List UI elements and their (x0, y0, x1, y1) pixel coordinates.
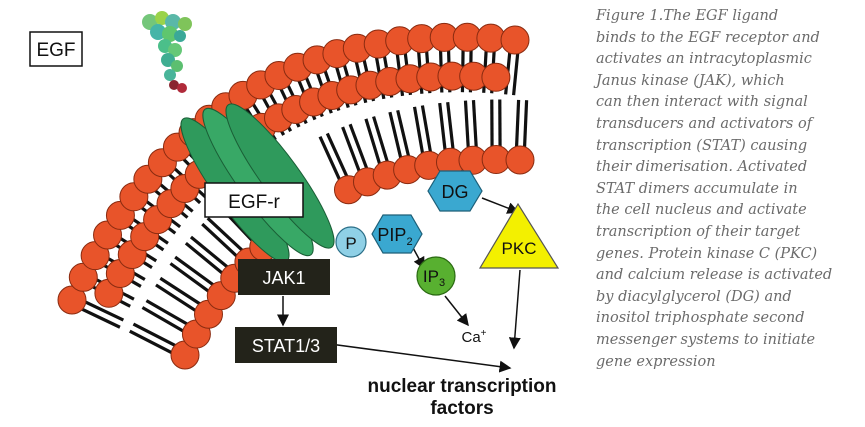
calcium-label: Ca+ (461, 328, 486, 346)
stat-box (235, 327, 337, 363)
nuclear-factors-line1: nuclear transcription (368, 376, 557, 397)
jak1-label: JAK1 (262, 268, 305, 288)
calcium-label-sup: + (481, 328, 487, 339)
caption-line: gene expression (596, 353, 716, 370)
caption-line: and calcium release is activated (596, 267, 833, 284)
caption-line: binds to the EGF receptor and (596, 29, 820, 46)
figure-caption: Figure 1.The EGF ligand binds to the EGF… (596, 6, 858, 373)
nuclear-factors-line2: factors (430, 398, 493, 419)
receptor-label: EGF-r (228, 192, 280, 213)
caption-line: transducers and activators of (596, 115, 813, 132)
calcium-label-main: Ca (461, 329, 481, 346)
caption-line: STAT dimers accumulate in (596, 180, 798, 197)
pkc-to-nucleus-arrow (508, 269, 521, 350)
egf-label-box (29, 31, 83, 67)
caption-line: can then interact with signal (596, 94, 808, 111)
pkc-triangle (478, 202, 560, 269)
dg-to-pkc-arrow (481, 197, 520, 214)
pip2-hexagon (371, 214, 423, 254)
egf-label: EGF (36, 40, 75, 61)
egf-ligand-protein (142, 11, 192, 93)
lipid-heads (57, 22, 535, 370)
caption-line: inositol triphosphate second (596, 310, 805, 327)
egf-signalling-diagram: EGF EGF-r JAK1 STAT1/3 P PIP2 DG (29, 11, 560, 419)
caption-line: genes. Protein kinase C (PKC) (596, 245, 818, 262)
caption-line: activates an intracytoplasmic (596, 51, 812, 68)
ip3-circle (416, 256, 456, 296)
phosphate-circle (335, 226, 367, 258)
phosphate-label: P (345, 234, 356, 253)
stat-to-nucleus-arrow (329, 343, 512, 373)
caption-line: by diacylglycerol (DG) and (596, 288, 792, 305)
caption-line: transcription (STAT) causing (596, 137, 808, 154)
lipid-head (505, 145, 535, 175)
caption-line: their dimerisation. Activated (596, 159, 808, 176)
stat-label: STAT1/3 (252, 336, 320, 356)
dg-hexagon (427, 170, 483, 212)
lipid-head (481, 62, 511, 92)
ip3-label: IP3 (423, 267, 445, 289)
dg-label: DG (442, 182, 469, 202)
caption-line: transcription of their target (596, 223, 801, 240)
caption-line: messenger systems to initiate (596, 331, 816, 348)
caption-line: Figure 1.The EGF ligand (596, 8, 779, 24)
receptor-label-box (204, 182, 304, 218)
ip3-label-sub: 3 (439, 277, 445, 289)
caption-line: the cell nucleus and activate (596, 202, 807, 219)
pip2-label-sub: 2 (406, 236, 412, 248)
ip3-label-main: IP (423, 267, 439, 286)
pip2-label-main: PIP (377, 225, 406, 245)
ip3-to-calcium-arrow (444, 295, 469, 327)
caption-line: Janus kinase (JAK), which (596, 72, 785, 89)
pkc-label: PKC (502, 239, 537, 258)
jak1-box (238, 259, 330, 295)
lipid-head (500, 25, 530, 55)
pip2-label: PIP2 (377, 225, 412, 248)
